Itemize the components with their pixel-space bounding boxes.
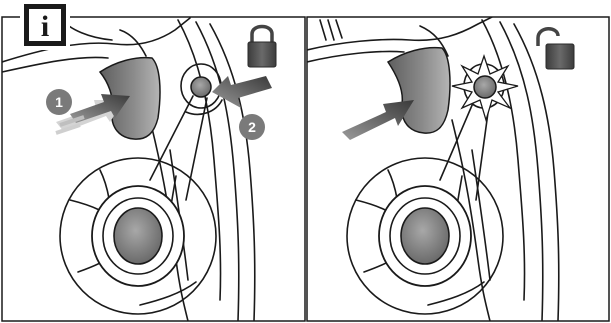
svg-text:2: 2 (248, 119, 256, 135)
info-icon: i (41, 10, 49, 43)
lock-off-button (474, 76, 496, 98)
magnified-lock-off-button (379, 186, 471, 286)
callout-1: 1 (46, 89, 72, 115)
magnified-lock-off-button (92, 186, 184, 286)
panel-locked: 1 2 (2, 17, 305, 321)
svg-text:1: 1 (55, 94, 63, 110)
panel-unlocked (307, 17, 609, 321)
info-badge: i (20, 0, 70, 50)
lock-off-button (191, 77, 211, 97)
callout-2: 2 (239, 114, 265, 140)
